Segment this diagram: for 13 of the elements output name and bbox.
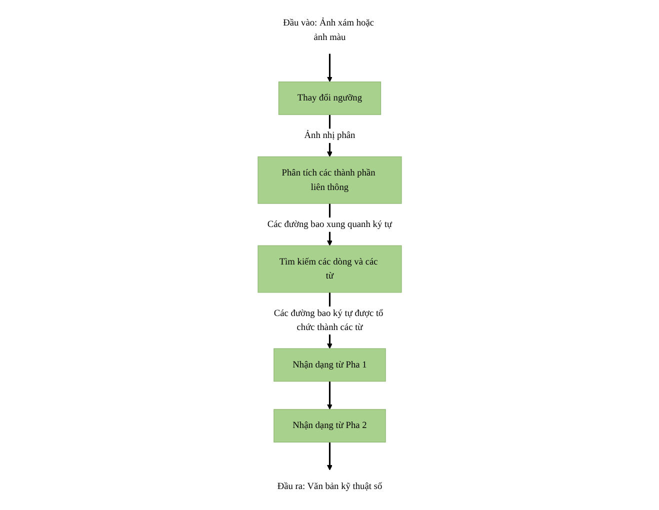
node-box: Phân tích các thành phần liên thông (257, 156, 402, 204)
arrow (326, 54, 332, 82)
node-box: Nhận dạng từ Pha 2 (273, 409, 386, 442)
edge-label: Ảnh nhị phân (304, 130, 355, 141)
node-box: Thay đổi ngưỡng (278, 82, 381, 115)
node-text: Đầu ra: Văn bản kỹ thuật số (277, 481, 382, 492)
arrow (326, 381, 332, 410)
arrow (326, 442, 332, 470)
edge-label: Các đường bao ký tự được tổ chức thành các từ (274, 308, 383, 332)
edge-label: Các đường bao xung quanh ký tự (267, 219, 392, 230)
node-box: Tìm kiếm các dòng và các từ (257, 245, 402, 293)
node-box: Nhận dạng từ Pha 1 (273, 348, 386, 382)
node-text: Đầu vào: Ảnh xám hoặc ảnh màu (282, 18, 374, 42)
